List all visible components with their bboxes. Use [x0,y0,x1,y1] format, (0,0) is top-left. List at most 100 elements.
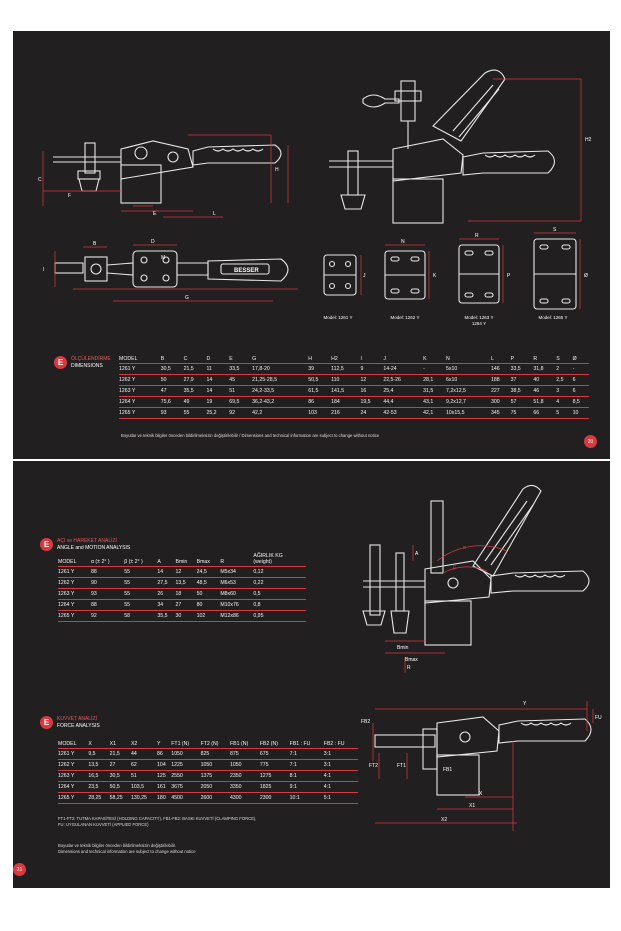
table-cell: 24,2-33,5 [252,385,309,397]
table-cell: 25,4 [383,385,424,397]
column-header: Bmax [196,553,221,567]
column-header: C [183,356,207,364]
table-cell: 16,5 [88,770,110,782]
table-cell: 18 [175,588,197,600]
force-legend: FT1-FT2: TUTMA KAPASİTESİ (HOLDING CAPAC… [58,816,256,828]
table-cell: M8x60 [220,588,254,600]
table-cell: 2 [556,363,573,375]
column-header: FT1 (N) [171,741,201,749]
table-cell: 9,2x12,7 [446,396,491,408]
angle-title-tr: AÇI ve HAREKET ANALİZİ [57,538,117,544]
column-header: MODEL [119,356,161,364]
dim-label-i: I [43,267,44,273]
dim-label-f: F [68,193,71,199]
table-cell: 49 [183,396,207,408]
force-label-x2: X2 [441,817,447,823]
column-header: FB2 (N) [259,741,290,749]
table-cell: 38,5 [510,385,534,397]
table-cell: 19,5 [360,396,384,408]
table-cell: 103,5 [130,781,158,793]
table-cell: 28,25 [88,792,110,804]
table-cell: 57 [510,396,534,408]
table-cell: 2050 [200,781,231,793]
table-cell: 3675 [171,781,201,793]
table-cell: 43,1 [423,396,446,408]
table-cell: 42,2 [252,407,309,419]
column-header: X [88,741,110,749]
dim-label-r: R [475,233,479,239]
table-cell: 58,25 [109,792,131,804]
table-cell: 50,5 [109,781,131,793]
table-cell: 31,5 [423,385,446,397]
table-cell: 0,22 [253,577,306,589]
model-label-1262: Model: 1262 Y [390,315,420,320]
column-header: H [308,356,332,364]
column-header: L [491,356,511,364]
dim-label-p: P [507,273,511,279]
model-label-1261: Model: 1261 Y [323,315,353,320]
table-cell: 1275 [259,770,290,782]
table-cell: 55 [124,566,158,578]
force-label-fb2: FB2 [361,719,370,725]
page-number-right: 21 [13,863,26,876]
force-label-y: Y [523,701,527,707]
dim-label-e: E [153,211,157,217]
table-cell: 24,5 [196,566,221,578]
column-header: P [510,356,534,364]
table-cell: 7:1 [289,759,324,771]
column-header: FT2 (N) [200,741,231,749]
table-cell: 9:1 [289,781,324,793]
table-cell: 0,95 [253,610,306,622]
table-cell: 13,5 [88,759,110,771]
table-cell: 1263 Y [58,588,91,600]
table-cell: 92 [229,407,253,419]
table-cell: 90 [90,577,125,589]
table-cell: 26 [157,588,176,600]
table-cell: 0,12 [253,566,306,578]
table-cell: 180 [157,792,172,804]
table-cell: 2,5 [556,374,573,386]
table-cell: 10x15,5 [446,407,491,419]
table-cell: 34 [157,599,176,611]
column-header: FB2 : FU [323,741,358,749]
angle-label-alpha: α [463,545,466,551]
table-cell: 125 [157,770,172,782]
dim-label-k: K [433,273,437,279]
force-label-fu: FU [595,715,602,721]
table-cell: 30 [175,610,197,622]
handle-brand-text: BESSER [234,268,259,274]
column-header: J [383,356,424,364]
table-cell: 5 [556,407,573,419]
table-cell: 55 [183,407,207,419]
column-header: D [206,356,230,364]
dimensions-title-tr: ÖLÇÜLENDİRME [71,356,111,362]
table-cell: 1261 Y [119,363,161,375]
table-cell: M6x53 [220,577,254,589]
column-header: FB1 (N) [230,741,260,749]
force-heading: E KUVVET ANALİZİ FORCE ANALYSIS [40,716,100,729]
table-cell: 50,5 [308,374,332,386]
table-cell: 130,25 [130,792,158,804]
table-cell: 55 [124,599,158,611]
dim-label-n: N [401,239,405,245]
column-header: AĞIRLIK KG (weight) [253,553,306,567]
force-title-tr: KUVVET ANALİZİ [57,716,97,722]
dim-label-o: Ø [584,273,588,279]
table-cell: 0,8 [253,599,306,611]
column-header: Ø [572,356,589,364]
force-title-en: FORCE ANALYSIS [57,722,100,729]
table-cell: 42,1 [423,407,446,419]
table-cell: 75 [510,407,534,419]
table-cell: 1264 Y [119,396,161,408]
model-label-1263: Model: 1263 Y [464,315,494,320]
column-header: K [423,356,446,364]
table-cell: 7:1 [289,748,324,760]
table-cell: 11 [206,363,230,375]
